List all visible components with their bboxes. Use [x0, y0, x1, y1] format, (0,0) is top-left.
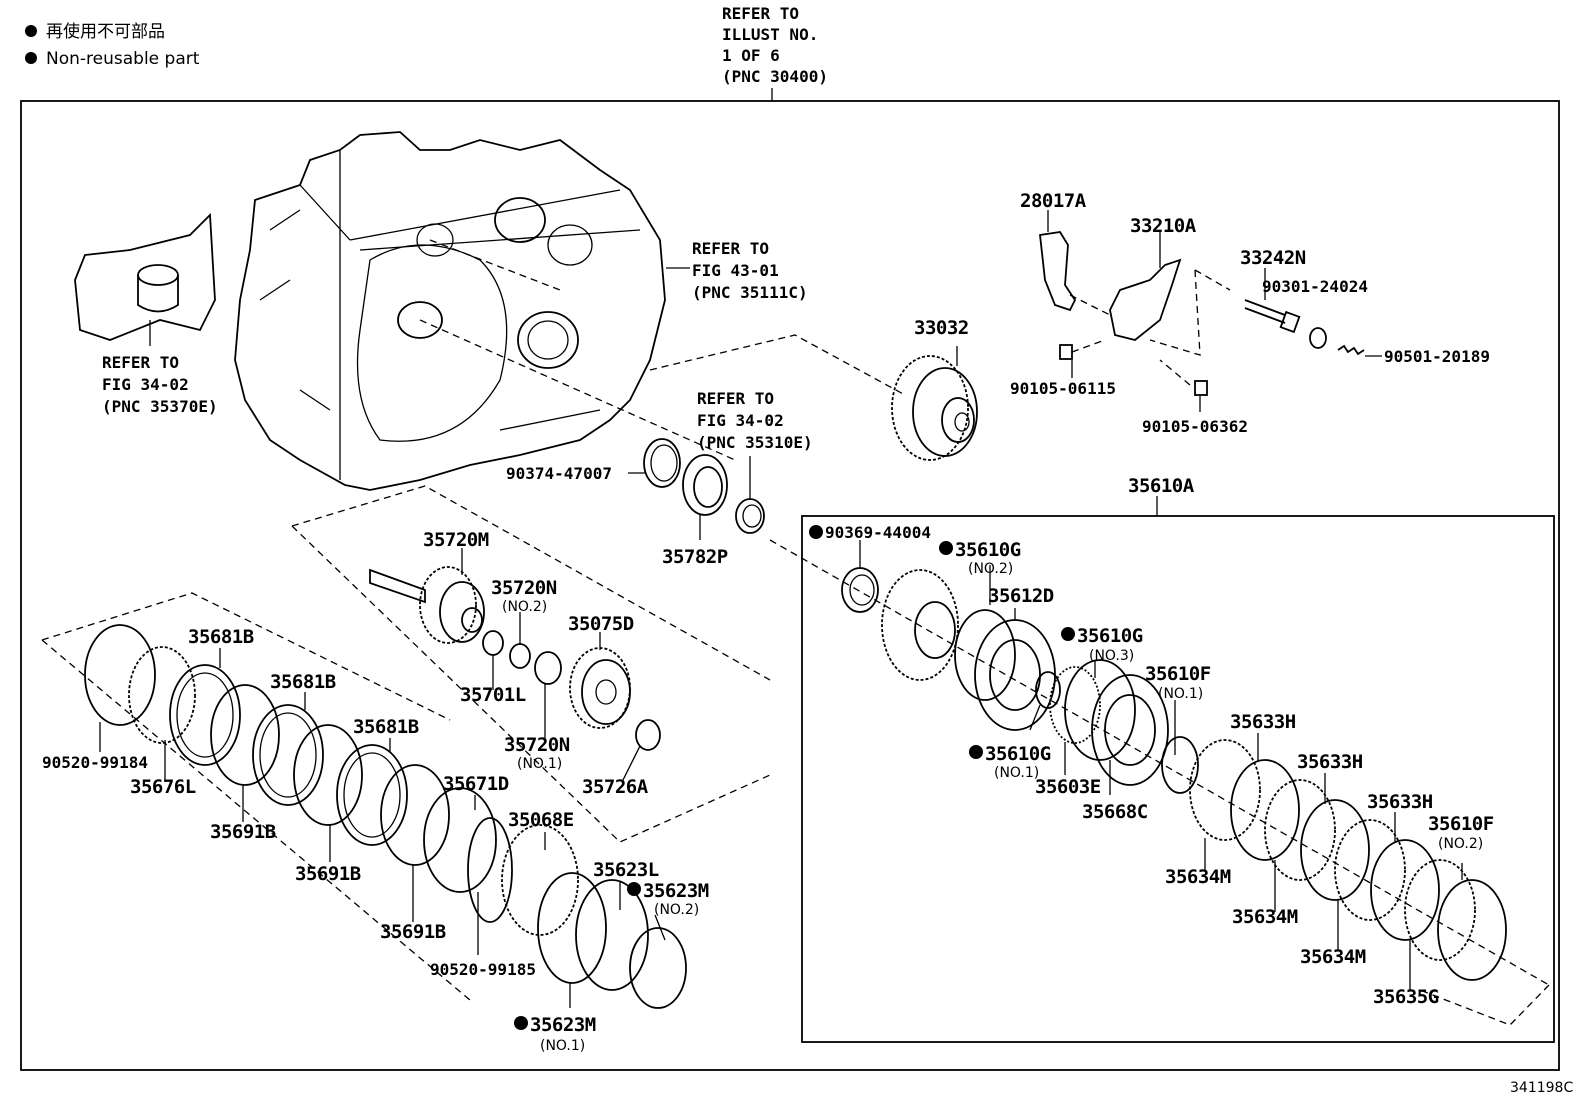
main-frame [20, 100, 1560, 1071]
refer-43: REFER TO FIG 43-01 (PNC 35111C) [666, 239, 808, 302]
part-label: 35668C [1082, 801, 1148, 823]
non-reusable-mark-icon [627, 882, 641, 896]
part-label: 35634M [1165, 866, 1231, 888]
part-label: 35610F [1145, 663, 1211, 685]
part-label: 35612D [988, 585, 1054, 607]
part-label: 35610G [955, 539, 1021, 561]
non-reusable-mark-icon [514, 1016, 528, 1030]
part-label: 35623M [530, 1014, 596, 1036]
part-label-no: (NO.1) [540, 1038, 585, 1054]
part-label: 35633H [1367, 791, 1433, 813]
figure-code: 341198C [1510, 1080, 1573, 1096]
part-label: 33032 [914, 317, 969, 339]
part-label: 35634M [1300, 946, 1366, 968]
part-label: 35603E [1035, 776, 1101, 798]
part-label: 90105-06362 [1142, 417, 1248, 436]
part-label: 35720M [423, 529, 489, 551]
part-label: 90369-44004 [825, 523, 931, 542]
part-label: 35681B [270, 671, 336, 693]
part-label: 35681B [188, 626, 254, 648]
part-label: 90520-99185 [430, 960, 536, 979]
transmission-case [234, 131, 666, 491]
svg-text:REFER TO: REFER TO [722, 4, 799, 23]
part-label: 35610G [985, 743, 1051, 765]
non-reusable-mark-icon [939, 541, 953, 555]
part-label-no: (NO.1) [1158, 686, 1203, 702]
svg-text:ILLUST NO.: ILLUST NO. [722, 25, 818, 44]
part-label: 35782P [662, 546, 728, 568]
refer-34b: REFER TO FIG 34-02 (PNC 35310E) [697, 389, 813, 452]
part-label: 33242N [1240, 247, 1306, 269]
part-label: 35676L [130, 776, 196, 798]
part-label: 35634M [1232, 906, 1298, 928]
part-label: 35720N [504, 734, 570, 756]
part-label: 90374-47007 [506, 464, 612, 483]
svg-text:REFER TO: REFER TO [697, 389, 774, 408]
gear-33032 [891, 355, 978, 461]
part-label: 35671D [443, 773, 509, 795]
svg-text:(PNC 30400): (PNC 30400) [722, 67, 828, 86]
legend-en: Non-reusable part [46, 49, 200, 69]
leader-lines [99, 210, 1463, 1008]
svg-text:FIG 43-01: FIG 43-01 [692, 261, 779, 280]
part-label: 35726A [582, 776, 649, 798]
part-label-no: (NO.2) [502, 599, 547, 615]
left-clutch-stack [84, 624, 687, 1009]
svg-text:1 OF 6: 1 OF 6 [722, 46, 780, 65]
part-label: 35635G [1373, 986, 1439, 1008]
part-label-no: (NO.1) [517, 756, 562, 772]
legend: 再使用不可部品 Non-reusable part [25, 21, 200, 69]
non-reusable-mark-icon [809, 525, 823, 539]
non-reusable-mark-icon [1061, 627, 1075, 641]
bullet-icon [25, 25, 37, 37]
part-label: 90520-99184 [42, 753, 148, 772]
part-label: 35691B [210, 821, 276, 843]
part-label: 90501-20189 [1384, 347, 1490, 366]
right-clutch-stack [841, 567, 1507, 981]
seal-group [628, 438, 765, 540]
part-label: 35720N [491, 577, 557, 599]
part-label: 35623M [643, 880, 709, 902]
legend-jp: 再使用不可部品 [46, 21, 165, 42]
part-label-no: (NO.3) [1089, 648, 1134, 664]
shaft-35720M [369, 566, 485, 644]
part-label: 35691B [295, 863, 361, 885]
svg-text:(PNC 35111C): (PNC 35111C) [692, 283, 808, 302]
part-label: 90105-06115 [1010, 379, 1116, 398]
svg-text:FIG 34-02: FIG 34-02 [102, 375, 189, 394]
part-label: 35610F [1428, 813, 1494, 835]
part-labels: 28017A 33210A 33242N 90301-24024 90501-2… [42, 190, 1494, 1054]
part-label: 35610G [1077, 625, 1143, 647]
part-label: 35075D [568, 613, 634, 635]
part-label: 90301-24024 [1262, 277, 1368, 296]
non-reusable-mark-icon [969, 745, 983, 759]
part-label: 35691B [380, 921, 446, 943]
part-label: 35610A [1128, 475, 1195, 497]
part-label: 35633H [1297, 751, 1363, 773]
part-label-no: (NO.2) [968, 561, 1013, 577]
svg-text:(PNC 35370E): (PNC 35370E) [102, 397, 218, 416]
part-label-no: (NO.1) [994, 765, 1039, 781]
part-label: 35068E [508, 809, 574, 831]
clutch-frame [801, 515, 1555, 1043]
svg-text:FIG 34-02: FIG 34-02 [697, 411, 784, 430]
part-label: 35633H [1230, 711, 1296, 733]
shift-parts [1039, 231, 1382, 396]
part-label: 35681B [353, 716, 419, 738]
part-label: 28017A [1020, 190, 1087, 212]
part-label-no: (NO.2) [654, 902, 699, 918]
part-label-no: (NO.2) [1438, 836, 1483, 852]
left-plate [74, 212, 216, 346]
part-label: 35701L [460, 684, 526, 706]
svg-text:(PNC 35310E): (PNC 35310E) [697, 433, 813, 452]
refer-top: REFER TO ILLUST NO. 1 OF 6 (PNC 30400) [722, 4, 828, 101]
svg-text:REFER TO: REFER TO [692, 239, 769, 258]
bullet-icon [25, 52, 37, 64]
refer-34a: REFER TO FIG 34-02 (PNC 35370E) [102, 353, 218, 416]
svg-text:REFER TO: REFER TO [102, 353, 179, 372]
part-label: 35623L [593, 859, 659, 881]
part-label: 33210A [1130, 215, 1197, 237]
